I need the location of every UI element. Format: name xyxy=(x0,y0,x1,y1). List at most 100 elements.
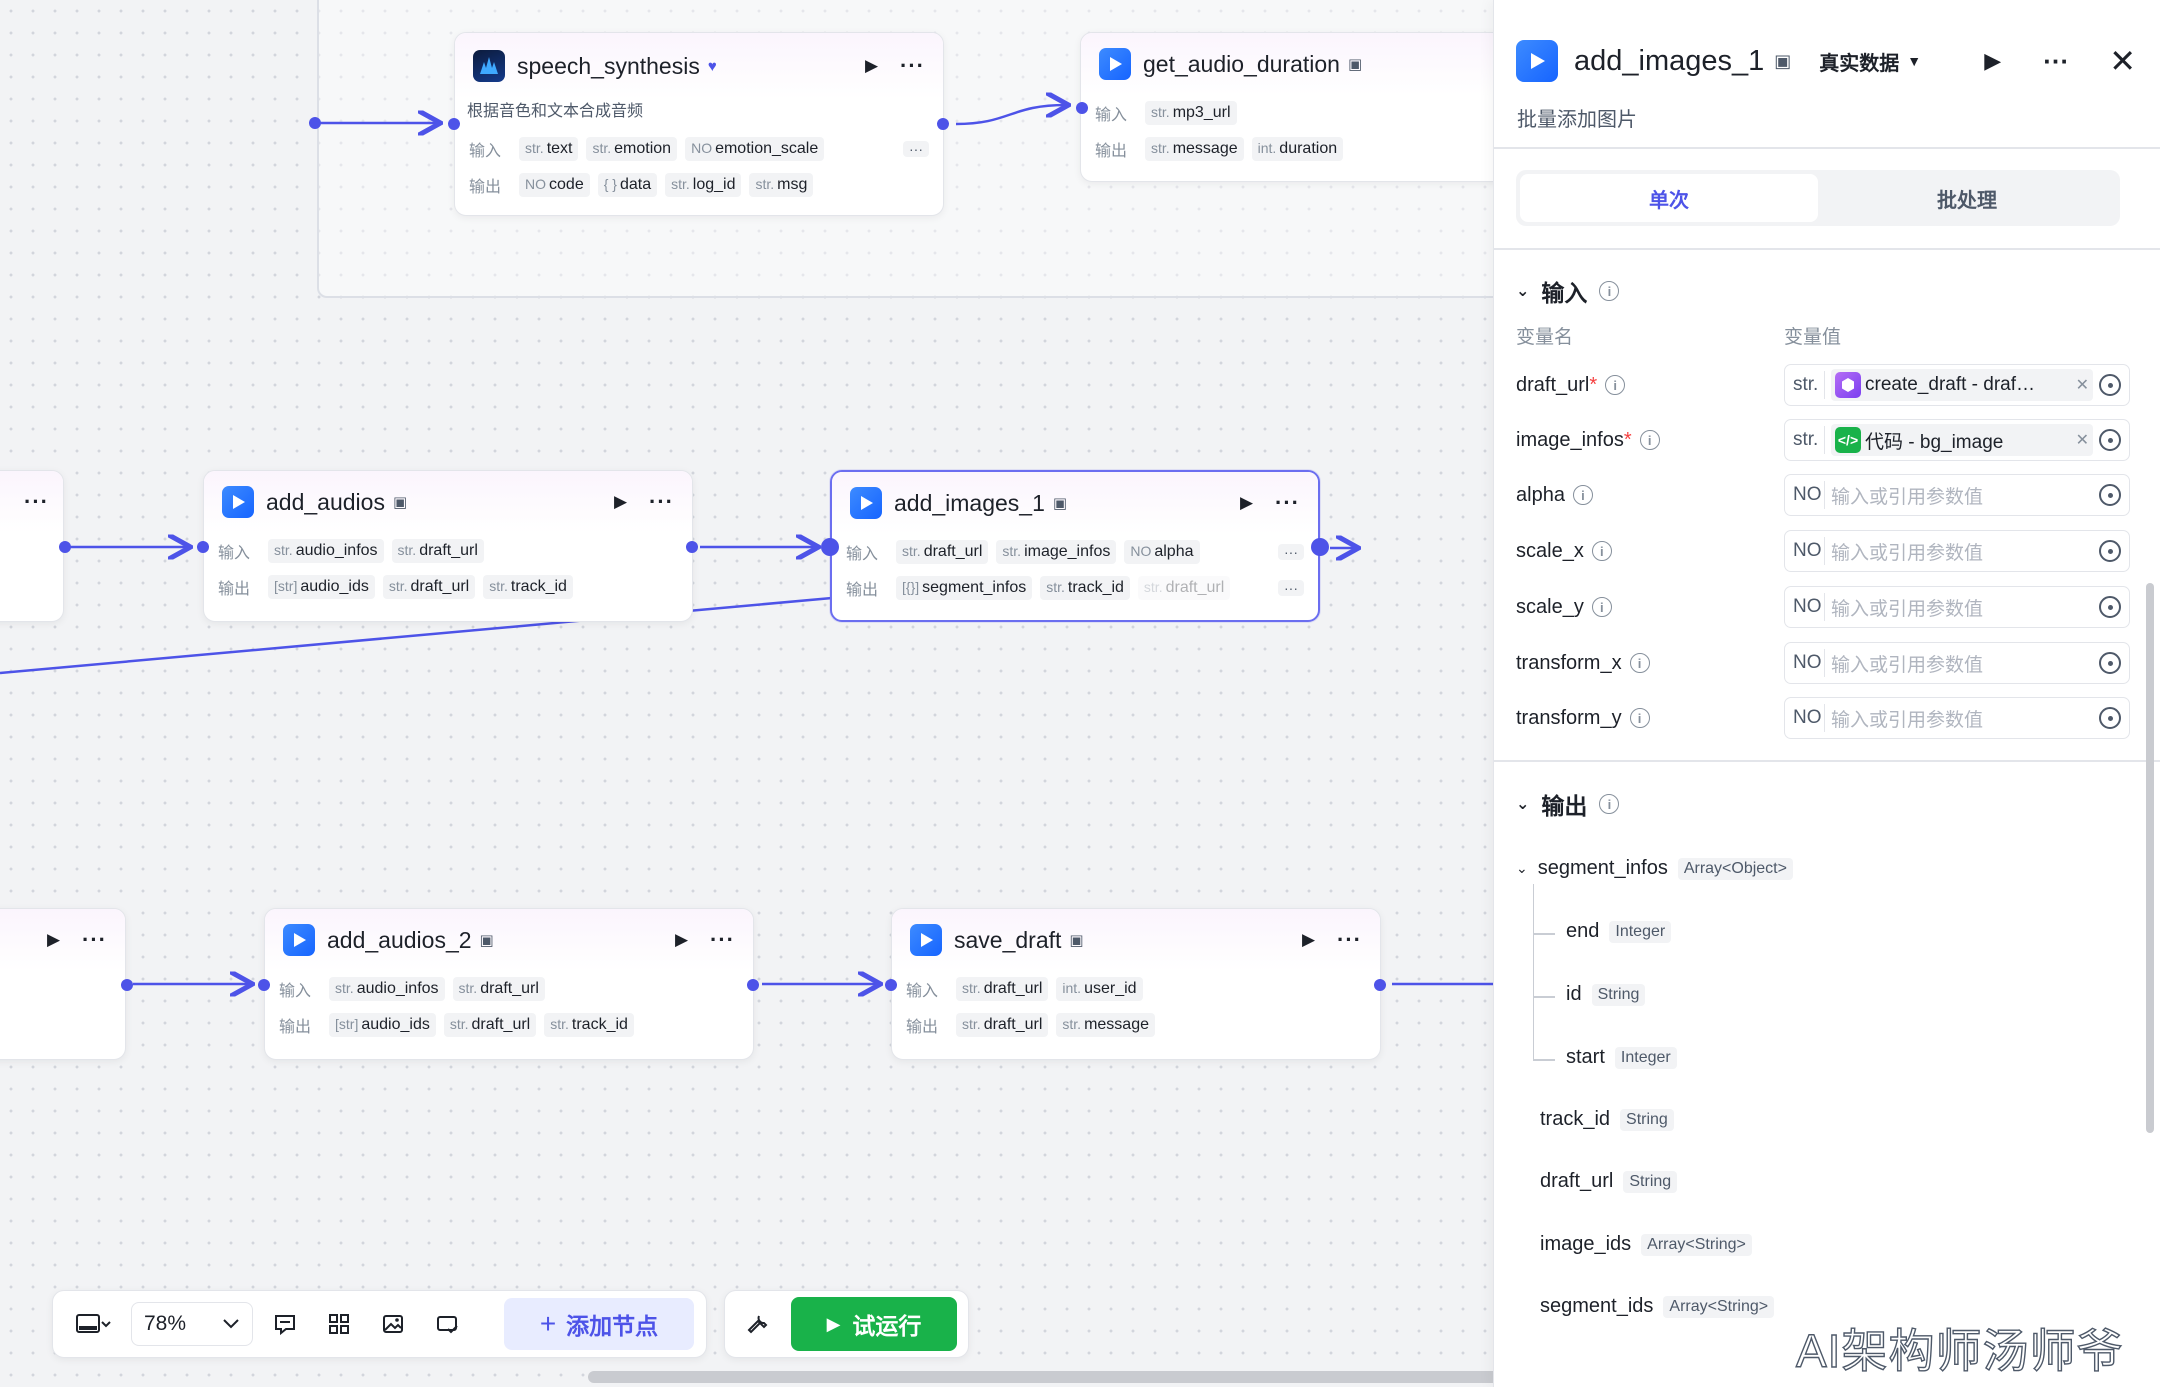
transform-x-field[interactable]: NO 输入或引用参数值 xyxy=(1784,642,2130,684)
reference-picker-icon[interactable] xyxy=(2099,484,2121,506)
scale-y-field[interactable]: NO 输入或引用参数值 xyxy=(1784,586,2130,628)
reference-picker-icon[interactable] xyxy=(2099,652,2121,674)
minimap-toggle-icon[interactable] xyxy=(65,1302,121,1346)
port-in-handle[interactable] xyxy=(1076,102,1088,114)
param-row-image-infos: image_infos*i str. </> 代码 - bg_image ✕ xyxy=(1516,419,2142,461)
chevron-down-icon: ⌄ xyxy=(1516,283,1530,300)
node-speech-synthesis[interactable]: speech_synthesis ♥ ▶ ··· 根据音色和文本合成音频 输入 … xyxy=(454,32,944,216)
node-save-draft[interactable]: save_draft ▣ ▶ ··· 输入 str.draft_url int.… xyxy=(891,908,1381,1060)
more-icon[interactable]: ··· xyxy=(24,489,49,514)
remove-icon[interactable]: ✕ xyxy=(2075,377,2089,394)
plugin-icon xyxy=(1099,48,1131,80)
port-in-handle[interactable] xyxy=(448,118,460,130)
horizontal-scrollbar[interactable] xyxy=(588,1371,1684,1383)
reference-picker-icon[interactable] xyxy=(2099,540,2121,562)
output-start: start Integer xyxy=(1566,1046,1677,1069)
port-out-handle[interactable] xyxy=(1311,538,1329,556)
port-out-handle[interactable] xyxy=(747,979,759,991)
variable-reference-chip[interactable]: </> 代码 - bg_image ✕ xyxy=(1831,424,2093,456)
run-node-icon[interactable]: ▶ xyxy=(674,930,689,949)
image-export-icon[interactable] xyxy=(371,1302,415,1346)
panel-vertical-scrollbar[interactable] xyxy=(2146,583,2154,1133)
variable-reference-chip[interactable]: create_draft - draf… ✕ xyxy=(1831,369,2093,401)
node-add-audios-2[interactable]: add_audios_2 ▣ ▶ ··· 输入 str.audio_infos … xyxy=(264,908,754,1060)
more-icon[interactable]: ··· xyxy=(649,489,674,514)
run-node-icon[interactable]: ▶ xyxy=(613,492,628,511)
partial-node-left-bottom[interactable]: ▶ ··· xyxy=(0,908,126,1060)
port-in-handle[interactable] xyxy=(821,538,839,556)
reference-picker-icon[interactable] xyxy=(2099,707,2121,729)
image-infos-field[interactable]: str. </> 代码 - bg_image ✕ xyxy=(1784,419,2130,461)
tab-batch[interactable]: 批处理 xyxy=(1937,189,1997,212)
more-icon[interactable]: ··· xyxy=(1275,490,1300,515)
trial-run-button[interactable]: ▶ 试运行 xyxy=(791,1297,957,1351)
more-params-button[interactable]: ··· xyxy=(1278,544,1304,560)
plugin-icon xyxy=(910,924,942,956)
more-icon[interactable]: ··· xyxy=(2043,45,2070,76)
run-node-icon[interactable]: ▶ xyxy=(864,56,879,75)
remove-icon[interactable]: ✕ xyxy=(2075,432,2089,449)
run-node-icon[interactable]: ▶ xyxy=(1239,493,1254,512)
port-in-handle[interactable] xyxy=(885,979,897,991)
comment-icon[interactable] xyxy=(263,1302,307,1346)
node-title: add_audios_2 xyxy=(327,926,472,953)
node-add-images-1[interactable]: add_images_1 ▣ ▶ ··· 输入 str.draft_url st… xyxy=(830,470,1320,622)
layout-check-icon[interactable] xyxy=(425,1302,469,1346)
more-icon[interactable]: ··· xyxy=(900,53,925,78)
port-in-handle[interactable] xyxy=(258,979,270,991)
input-section-header[interactable]: ⌄ 输入 i xyxy=(1516,274,1620,308)
column-header-value: 变量值 xyxy=(1784,327,1842,348)
reference-picker-icon[interactable] xyxy=(2099,374,2121,396)
output-section-header[interactable]: ⌄ 输出 i xyxy=(1516,787,1620,821)
add-node-button[interactable]: + 添加节点 xyxy=(504,1298,694,1350)
port-out-handle[interactable] xyxy=(686,541,698,553)
run-node-icon[interactable]: ▶ xyxy=(1301,930,1316,949)
port-in-handle[interactable] xyxy=(309,117,321,129)
scale-x-field[interactable]: NO 输入或引用参数值 xyxy=(1784,530,2130,572)
param-tag: str.draft_url xyxy=(382,575,476,599)
reference-picker-icon[interactable] xyxy=(2099,596,2121,618)
wrench-icon[interactable] xyxy=(735,1302,779,1346)
transform-y-field[interactable]: NO 输入或引用参数值 xyxy=(1784,697,2130,739)
output-label: 输出 xyxy=(469,179,502,196)
tab-single[interactable]: 单次 xyxy=(1520,174,1818,222)
more-icon[interactable]: ··· xyxy=(710,927,735,952)
zoom-select[interactable]: 78% xyxy=(131,1302,253,1346)
output-label: 输出 xyxy=(1095,143,1128,160)
chevron-down-icon: ⌄ xyxy=(1516,860,1528,876)
param-tag: [str]audio_ids xyxy=(329,1013,436,1037)
tree-branch xyxy=(1533,1059,1555,1061)
run-node-icon[interactable]: ▶ xyxy=(1984,48,2002,73)
more-params-button[interactable]: ··· xyxy=(1278,580,1304,596)
close-icon[interactable]: ✕ xyxy=(2109,43,2136,79)
port-out-handle[interactable] xyxy=(121,979,133,991)
node-get-audio-duration[interactable]: get_audio_duration ▣ 输入 str.mp3_url 输出 s… xyxy=(1080,32,1510,182)
output-segment-infos[interactable]: ⌄ segment_infos Array<Object> xyxy=(1516,857,1793,880)
info-icon: i xyxy=(1591,597,1612,617)
draft-url-field[interactable]: str. create_draft - draf… ✕ xyxy=(1784,364,2130,406)
port-out-handle[interactable] xyxy=(59,541,71,553)
param-tag: int.user_id xyxy=(1056,977,1143,1001)
more-icon[interactable]: ··· xyxy=(1337,927,1362,952)
run-icon[interactable]: ▶ xyxy=(46,930,61,949)
port-out-handle[interactable] xyxy=(1374,979,1386,991)
param-tag: str.track_id xyxy=(544,1013,634,1037)
more-params-button[interactable]: ··· xyxy=(903,141,929,157)
data-mode-select[interactable]: 真实数据 ▼ xyxy=(1819,52,1922,75)
node-add-audios[interactable]: add_audios ▣ ▶ ··· 输入 str.audio_infos st… xyxy=(203,470,693,622)
alpha-field[interactable]: NO 输入或引用参数值 xyxy=(1784,474,2130,516)
output-track-id: track_id String xyxy=(1540,1108,1674,1131)
port-in-handle[interactable] xyxy=(197,541,209,553)
port-out-handle[interactable] xyxy=(937,118,949,130)
plugin-badge-icon: ▣ xyxy=(479,932,494,949)
cube-icon xyxy=(1835,372,1861,398)
partial-node-left-top[interactable]: ··· xyxy=(0,470,64,622)
reference-picker-icon[interactable] xyxy=(2099,429,2121,451)
auto-layout-icon[interactable] xyxy=(317,1302,361,1346)
node-title: save_draft xyxy=(954,926,1062,953)
more-icon[interactable]: ··· xyxy=(82,927,107,952)
info-icon: i xyxy=(1639,430,1660,450)
param-tag: str.msg xyxy=(749,173,814,197)
